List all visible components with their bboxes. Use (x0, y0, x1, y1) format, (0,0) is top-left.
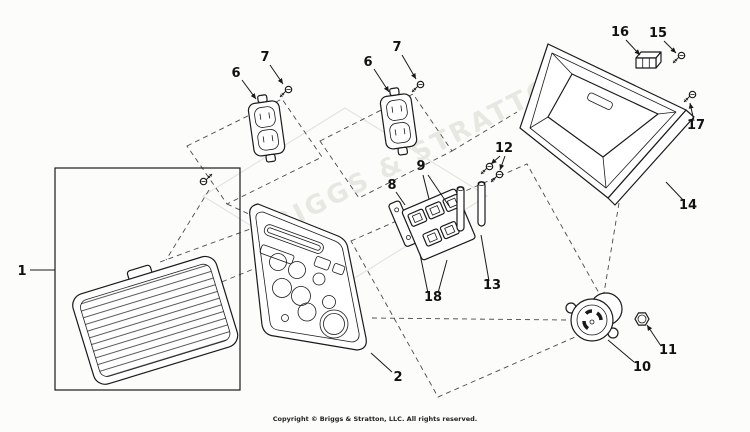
terminal-connector (635, 51, 662, 69)
receptacle-duplex-right (377, 85, 420, 158)
part-label-6b: 6 (363, 55, 372, 70)
standoff-left (456, 186, 465, 232)
callout-6-right: 6 (363, 55, 390, 93)
callout-18: 18 (419, 253, 448, 305)
callout-7-right: 7 (392, 40, 417, 80)
part-label-17: 17 (687, 118, 705, 133)
part-label-18: 18 (424, 290, 442, 305)
callout-11: 11 (646, 324, 677, 358)
standoff-screw-b (490, 170, 504, 183)
callout-2: 2 (370, 352, 403, 385)
part-label-6a: 6 (231, 66, 240, 81)
callout-1: 1 (17, 264, 55, 279)
part-label-7a: 7 (260, 50, 269, 65)
part-label-10: 10 (633, 360, 651, 375)
cover-panel-assembly (54, 167, 241, 391)
part-label-8: 8 (387, 178, 396, 193)
part-label-11: 11 (659, 343, 677, 358)
part-label-14: 14 (679, 198, 697, 213)
part-label-7b: 7 (392, 40, 401, 55)
round-receptacle (565, 292, 650, 342)
control-panel-faceplate (249, 203, 367, 351)
breaker-assembly (388, 162, 504, 261)
part-label-15: 15 (649, 26, 667, 41)
part-label-12: 12 (495, 141, 513, 156)
callout-15: 15 (649, 26, 677, 54)
part-label-16: 16 (611, 25, 629, 40)
part-label-13: 13 (483, 278, 501, 293)
callout-7-left: 7 (260, 50, 284, 85)
callout-8: 8 (387, 178, 406, 206)
callout-16: 16 (611, 25, 641, 56)
callouts: 1 2 6 7 6 7 8 9 (17, 25, 705, 385)
lock-nut (634, 312, 650, 326)
callout-6-left: 6 (231, 66, 257, 100)
housing-screw-top (672, 51, 686, 64)
part-label-9: 9 (416, 159, 425, 174)
callout-13: 13 (480, 234, 501, 293)
callout-9: 9 (416, 159, 450, 207)
copyright-text: Copyright © Briggs & Stratton, LLC. All … (273, 415, 478, 423)
receptacle-screw-left (279, 85, 293, 98)
callout-10: 10 (607, 339, 651, 375)
part-label-1: 1 (17, 264, 26, 279)
callout-14: 14 (665, 181, 697, 213)
callout-12: 12 (490, 141, 513, 171)
standoff-screw-a (480, 162, 494, 175)
housing-screw-side (683, 90, 697, 103)
standoff-right (477, 181, 486, 227)
callout-17: 17 (687, 102, 705, 133)
cover-screw (199, 173, 213, 186)
receptacle-duplex-left (245, 92, 288, 165)
receptacle-screw-right (411, 80, 425, 93)
panel-housing-box (519, 43, 697, 206)
part-label-2: 2 (393, 370, 402, 385)
